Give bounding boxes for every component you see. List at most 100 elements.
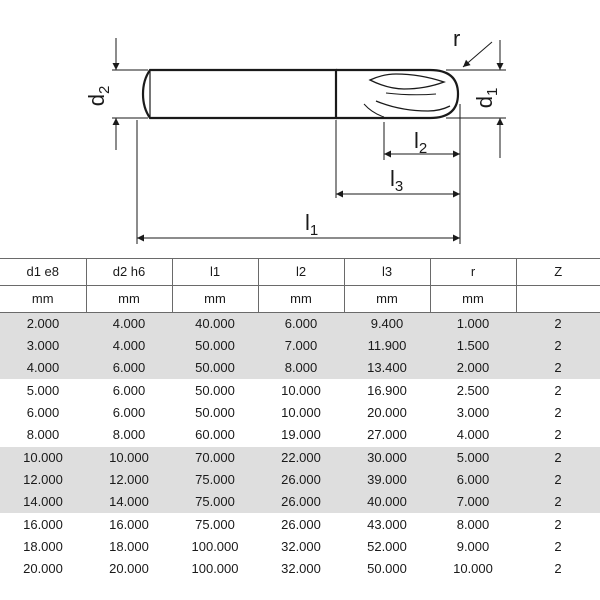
cell-r: 7.000	[430, 491, 516, 514]
cell-l2: 26.000	[258, 469, 344, 491]
tool-drawing: d2 d1 r l2 l3 l1	[84, 26, 506, 244]
cell-r: 1.500	[430, 335, 516, 357]
cell-l3: 20.000	[344, 402, 430, 424]
cell-d1: 6.000	[0, 402, 86, 424]
end-mill-outline	[141, 68, 460, 120]
cell-d2: 8.000	[86, 424, 172, 447]
header-l3: l3	[344, 258, 431, 286]
cell-d1: 18.000	[0, 536, 86, 558]
cell-d2: 12.000	[86, 469, 172, 491]
cell-d2: 14.000	[86, 491, 172, 514]
unit-l3: mm	[344, 285, 431, 313]
cell-d2: 16.000	[86, 513, 172, 536]
cell-l3: 39.000	[344, 469, 430, 491]
cell-l1: 60.000	[172, 424, 258, 447]
cell-d2: 4.000	[86, 335, 172, 357]
label-d2: d2	[84, 86, 113, 107]
dimension-lines	[112, 38, 506, 244]
cell-l3: 9.400	[344, 312, 430, 335]
label-l3: l3	[390, 166, 403, 195]
specification-table-body: d1 e8 d2 h6 l1 l2 l3 r Z mm mm mm mm mm …	[0, 258, 600, 580]
cell-l2: 19.000	[258, 424, 344, 447]
cell-d1: 20.000	[0, 558, 86, 580]
cell-r: 1.000	[430, 312, 516, 335]
cell-l1: 70.000	[172, 446, 258, 469]
cell-l2: 10.000	[258, 402, 344, 424]
cell-d1: 4.000	[0, 357, 86, 380]
cell-l1: 75.000	[172, 491, 258, 514]
header-z: Z	[516, 258, 600, 286]
cell-l3: 30.000	[344, 446, 430, 469]
header-l1: l1	[172, 258, 259, 286]
cell-d1: 2.000	[0, 312, 86, 335]
cell-r: 9.000	[430, 536, 516, 558]
cell-z: 2	[516, 402, 600, 424]
cell-d1: 8.000	[0, 424, 86, 447]
cell-d2: 6.000	[86, 379, 172, 402]
cell-z: 2	[516, 446, 600, 469]
cell-r: 5.000	[430, 446, 516, 469]
cell-r: 3.000	[430, 402, 516, 424]
cell-l1: 50.000	[172, 335, 258, 357]
cell-l3: 43.000	[344, 513, 430, 536]
cell-d2: 20.000	[86, 558, 172, 580]
table-units-row: mm mm mm mm mm mm	[0, 285, 600, 313]
cell-z: 2	[516, 469, 600, 491]
cell-l3: 40.000	[344, 491, 430, 514]
cell-z: 2	[516, 357, 600, 380]
cell-z: 2	[516, 379, 600, 402]
unit-l1: mm	[172, 285, 259, 313]
cell-l2: 32.000	[258, 536, 344, 558]
cell-d2: 6.000	[86, 402, 172, 424]
unit-l2: mm	[258, 285, 345, 313]
cell-l1: 50.000	[172, 379, 258, 402]
cell-l1: 50.000	[172, 357, 258, 380]
cell-d1: 5.000	[0, 379, 86, 402]
table-header-row: d1 e8 d2 h6 l1 l2 l3 r Z	[0, 258, 600, 286]
cell-r: 2.500	[430, 379, 516, 402]
unit-r: mm	[430, 285, 517, 313]
cell-r: 2.000	[430, 357, 516, 380]
cell-l1: 50.000	[172, 402, 258, 424]
label-l1: l1	[305, 210, 318, 239]
header-r: r	[430, 258, 517, 286]
cell-l2: 10.000	[258, 379, 344, 402]
cell-l2: 32.000	[258, 558, 344, 580]
cell-z: 2	[516, 335, 600, 357]
cell-l2: 7.000	[258, 335, 344, 357]
cell-l1: 100.000	[172, 558, 258, 580]
cell-d2: 4.000	[86, 312, 172, 335]
unit-z	[516, 285, 600, 313]
cell-l3: 27.000	[344, 424, 430, 447]
cell-d2: 18.000	[86, 536, 172, 558]
cell-r: 6.000	[430, 469, 516, 491]
cell-l3: 16.900	[344, 379, 430, 402]
cell-r: 8.000	[430, 513, 516, 536]
cell-d2: 6.000	[86, 357, 172, 380]
cell-z: 2	[516, 491, 600, 514]
header-d1: d1 e8	[0, 258, 87, 286]
cell-z: 2	[516, 312, 600, 335]
label-l2: l2	[414, 128, 427, 157]
cell-z: 2	[516, 424, 600, 447]
cell-l2: 26.000	[258, 513, 344, 536]
cell-l3: 13.400	[344, 357, 430, 380]
specification-table: d1 e8 d2 h6 l1 l2 l3 r Z mm mm mm mm mm …	[0, 258, 600, 580]
label-r: r	[453, 26, 460, 51]
cell-z: 2	[516, 513, 600, 536]
cell-l1: 100.000	[172, 536, 258, 558]
cell-l1: 40.000	[172, 312, 258, 335]
cell-l2: 22.000	[258, 446, 344, 469]
cell-l1: 75.000	[172, 513, 258, 536]
cell-d1: 10.000	[0, 446, 86, 469]
cell-d2: 10.000	[86, 446, 172, 469]
